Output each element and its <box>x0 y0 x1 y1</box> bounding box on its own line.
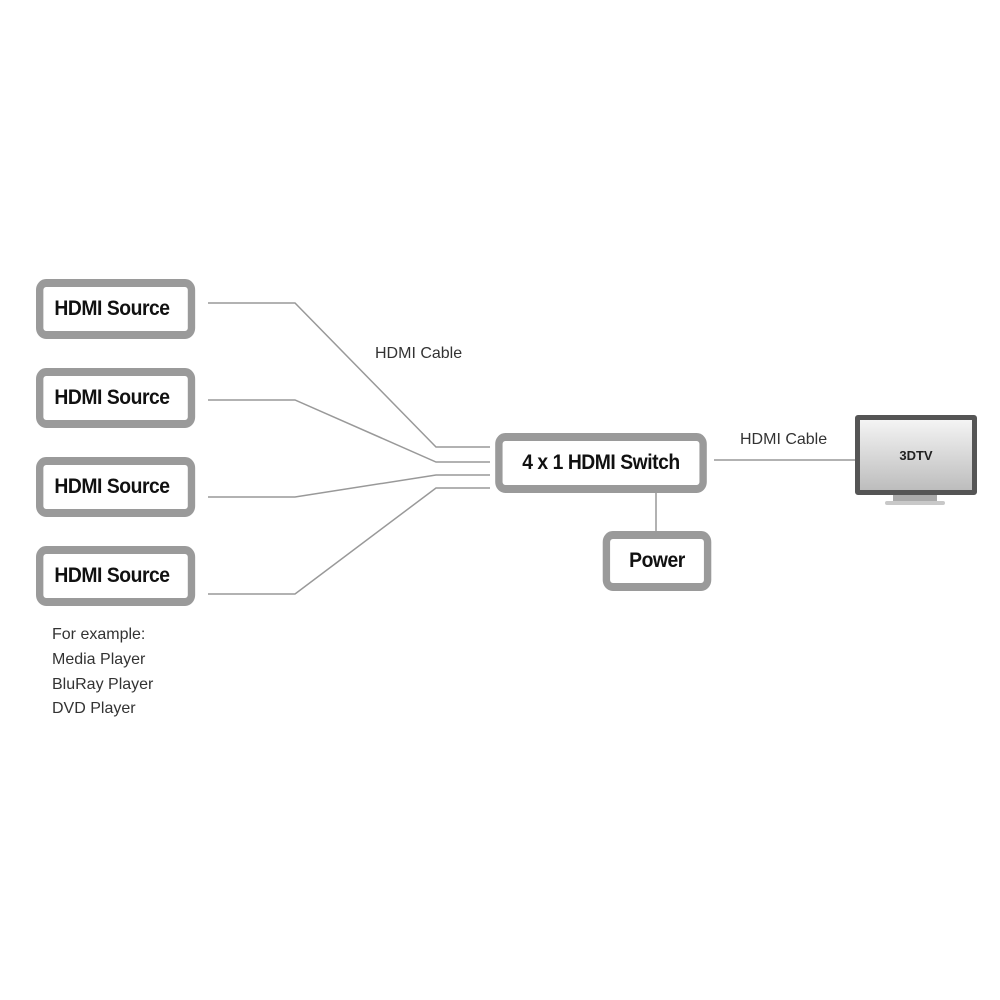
cable-label: HDMI Cable <box>740 431 828 448</box>
tv-icon: 3DTV <box>855 415 977 495</box>
cable-label: HDMI Cable <box>375 345 463 362</box>
example-item: Media Player <box>52 651 146 668</box>
power-label: Power <box>629 549 685 572</box>
source-label: HDMI Source <box>54 475 170 498</box>
cable-4 <box>208 487 490 595</box>
tv-stand <box>893 495 937 501</box>
power-box: Power <box>602 531 712 591</box>
example-item: DVD Player <box>52 700 136 717</box>
cable-3 <box>208 474 490 498</box>
example-item: BluRay Player <box>52 676 154 693</box>
tv-label: 3DTV <box>899 447 933 463</box>
source-label: HDMI Source <box>54 386 170 409</box>
hdmi-source-1: HDMI Source <box>36 279 196 339</box>
cable-1 <box>208 302 490 448</box>
tv-base <box>885 501 945 505</box>
examples-heading: For example: <box>52 626 146 643</box>
source-label: HDMI Source <box>54 564 170 587</box>
hdmi-source-3: HDMI Source <box>36 457 196 517</box>
hdmi-source-2: HDMI Source <box>36 368 196 428</box>
hdmi-switch: 4 x 1 HDMI Switch <box>495 433 707 493</box>
hdmi-source-4: HDMI Source <box>36 546 196 606</box>
source-label: HDMI Source <box>54 297 170 320</box>
switch-label: 4 x 1 HDMI Switch <box>522 451 680 474</box>
cable-2 <box>208 399 490 463</box>
